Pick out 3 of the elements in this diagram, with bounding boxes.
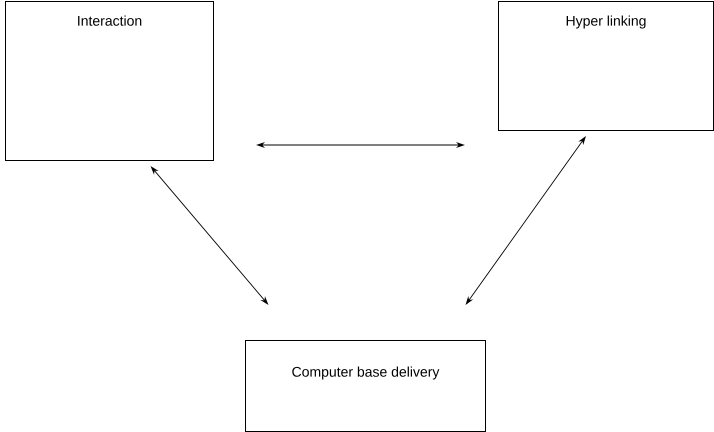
process-box: Interaction <box>5 1 214 161</box>
process-box: Hyper linking <box>498 1 714 131</box>
process-box: Computer base delivery <box>245 340 486 432</box>
